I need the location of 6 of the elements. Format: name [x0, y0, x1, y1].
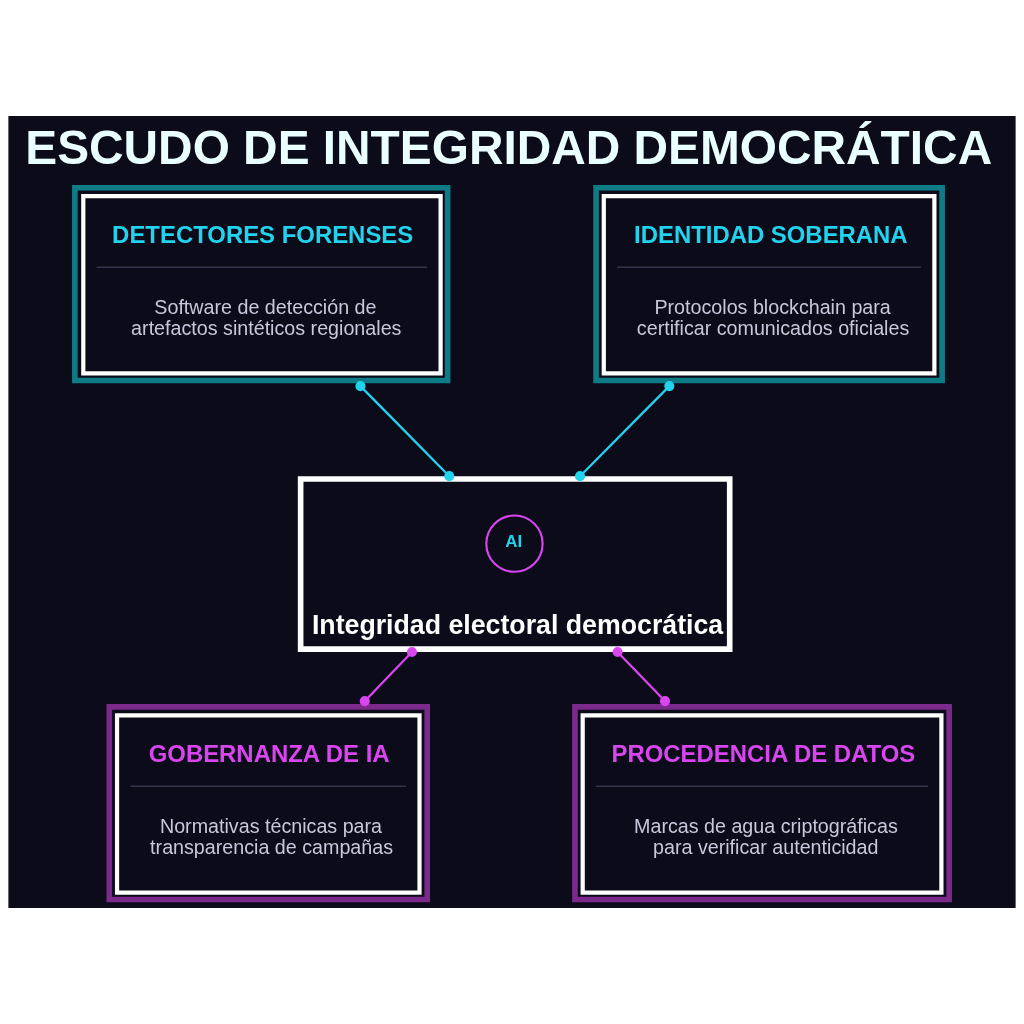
diagram-title: ESCUDO DE INTEGRIDAD DEMOCRÁTICA [25, 121, 993, 175]
connector [355, 381, 455, 482]
connector [359, 646, 417, 707]
connector [574, 381, 675, 482]
connector [612, 646, 671, 707]
node-circle: AI [485, 514, 544, 573]
